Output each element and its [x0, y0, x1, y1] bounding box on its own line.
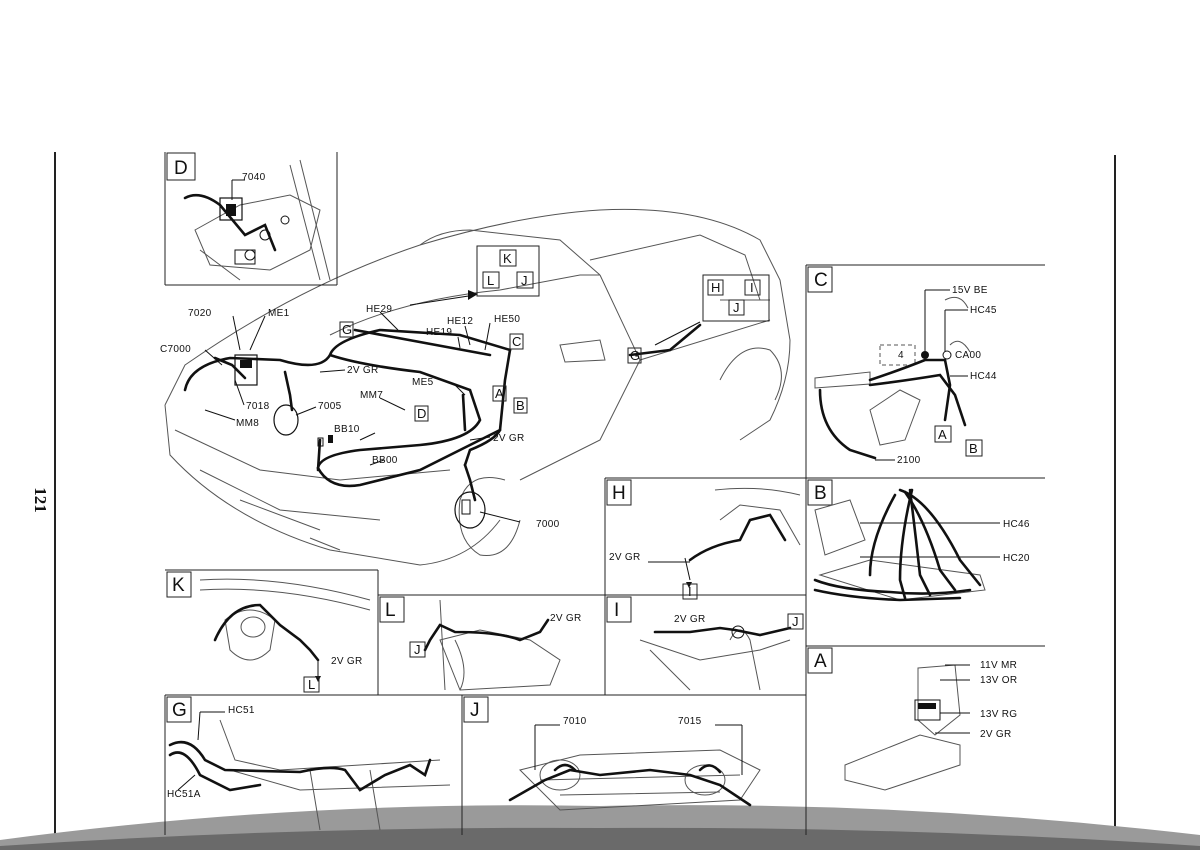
label-2v-gr-l: 2V GR: [550, 613, 582, 624]
label-2v-gr-i: 2V GR: [674, 614, 706, 625]
label-hc46: HC46: [1003, 519, 1030, 530]
panel-h-callout-i: I: [688, 584, 692, 599]
svg-text:J: J: [521, 273, 528, 288]
svg-text:K: K: [503, 251, 512, 266]
scan-shadow-dark: [0, 827, 1200, 850]
label-he29: HE29: [366, 304, 392, 315]
label-me1: ME1: [268, 308, 290, 319]
panel-b-letter: B: [814, 483, 827, 504]
label-7040: 7040: [242, 172, 266, 183]
panel-l: L J 2V GR: [378, 594, 605, 691]
label-he50: HE50: [494, 314, 520, 325]
label-bb00: BB00: [372, 455, 398, 466]
main-car-view: 7020 ME1 C7000 7018 MM8 7005 2V GR HE29 …: [160, 208, 791, 566]
label-2v-gr-1: 2V GR: [347, 365, 379, 376]
label-2v-gr-h: 2V GR: [609, 552, 641, 563]
svg-text:G: G: [342, 322, 352, 337]
svg-text:D: D: [417, 406, 426, 421]
svg-text:J: J: [733, 300, 740, 315]
panel-c-callout-b: B: [969, 441, 978, 456]
label-he12: HE12: [447, 316, 473, 327]
panel-c-letter: C: [814, 270, 828, 291]
label-ca00: CA00: [955, 350, 981, 361]
label-hc20: HC20: [1003, 553, 1030, 564]
panel-l-letter: L: [385, 600, 396, 621]
label-7015: 7015: [678, 716, 702, 727]
label-c7000: C7000: [160, 344, 191, 355]
label-15v-be: 15V BE: [952, 285, 988, 296]
callout-group-klj: K L J: [476, 245, 540, 297]
panel-l-callout-j: J: [414, 642, 421, 657]
panel-a: A 11V MR 13V OR 13V RG 2V GR: [806, 645, 1045, 791]
svg-text:A: A: [495, 386, 504, 401]
label-7000: 7000: [536, 519, 560, 530]
panel-c: C A B 15V BE HC45 4 CA00 HC44 2100: [805, 264, 1045, 835]
panel-k-letter: K: [172, 575, 185, 596]
panel-c-callout-a: A: [938, 427, 947, 442]
label-hc51: HC51: [228, 705, 255, 716]
callout-a: A: [492, 385, 507, 402]
svg-text:B: B: [516, 398, 525, 413]
panel-d-letter: D: [174, 158, 188, 179]
panel-g: G HC51 HC51A: [164, 695, 463, 835]
label-hc45: HC45: [970, 305, 997, 316]
label-13v-or: 13V OR: [980, 675, 1017, 686]
panel-k-callout-l: L: [308, 677, 315, 692]
label-mm8: MM8: [236, 418, 259, 429]
label-7005: 7005: [318, 401, 342, 412]
callout-b: B: [513, 397, 528, 414]
callout-d: D: [414, 405, 429, 422]
panel-a-letter: A: [814, 651, 827, 672]
svg-text:L: L: [487, 273, 494, 288]
label-2v-gr-2: 2V GR: [493, 433, 525, 444]
label-13v-rg: 13V RG: [980, 709, 1017, 720]
svg-text:G: G: [630, 348, 640, 363]
label-me5: ME5: [412, 377, 434, 388]
label-2v-gr-a: 2V GR: [980, 729, 1012, 740]
panel-h: H I 2V GR: [604, 477, 806, 695]
svg-text:I: I: [750, 280, 754, 295]
svg-text:C: C: [512, 334, 521, 349]
label-hc51a: HC51A: [167, 789, 201, 800]
panel-j-letter: J: [470, 700, 480, 721]
panel-j: J 7010 7015: [463, 696, 761, 811]
panel-k: K L 2V GR: [165, 569, 379, 695]
label-7010: 7010: [563, 716, 587, 727]
label-bb10: BB10: [334, 424, 360, 435]
callout-group-hij: H I J: [702, 274, 770, 322]
label-7020: 7020: [188, 308, 212, 319]
panel-i-callout-j: J: [792, 614, 799, 629]
label-2v-gr-k: 2V GR: [331, 656, 363, 667]
label-4: 4: [898, 350, 904, 361]
callout-g-2: G: [627, 347, 642, 364]
panel-d: D 7040: [164, 152, 338, 286]
label-hc44: HC44: [970, 371, 997, 382]
svg-text:H: H: [711, 280, 720, 295]
callout-c: C: [509, 333, 524, 350]
label-he19: HE19: [426, 327, 452, 338]
panel-b: B HC46 HC20: [806, 477, 1045, 602]
label-11v-mr: 11V MR: [980, 660, 1017, 671]
panel-i: I J 2V GR: [605, 594, 806, 691]
label-mm7: MM7: [360, 390, 383, 401]
panel-h-letter: H: [612, 483, 626, 504]
label-2100: 2100: [897, 455, 921, 466]
panel-i-letter: I: [614, 600, 619, 621]
page-number: 121: [31, 487, 50, 513]
callout-g-1: G: [339, 321, 354, 338]
label-7018: 7018: [246, 401, 270, 412]
panel-g-letter: G: [172, 700, 187, 721]
